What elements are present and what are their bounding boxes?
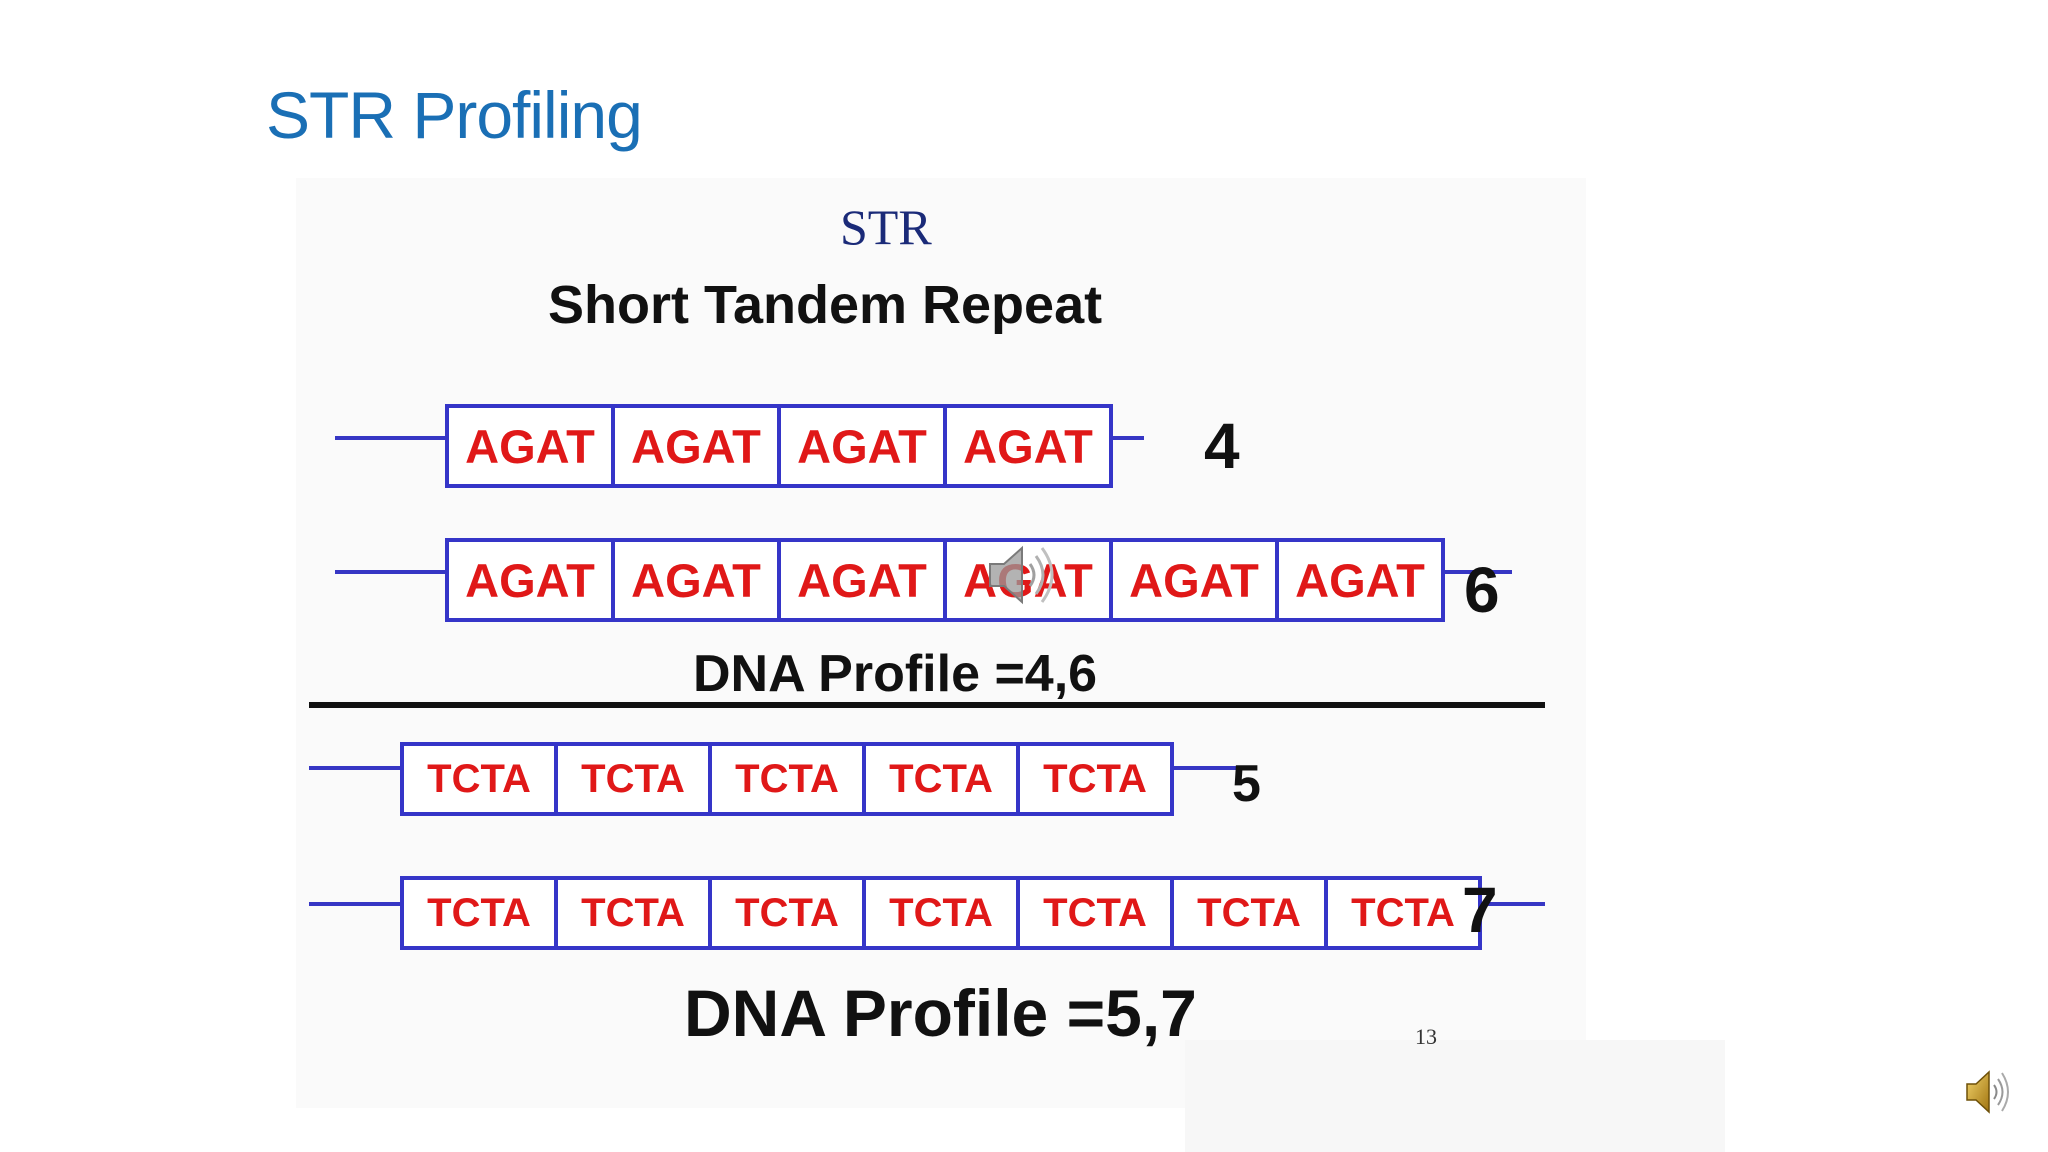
repeat-unit-box: AGAT bbox=[777, 404, 947, 488]
repeat-unit-box: AGAT bbox=[777, 538, 947, 622]
repeat-unit-box: AGAT bbox=[943, 404, 1113, 488]
repeat-unit-box: TCTA bbox=[400, 742, 558, 816]
figure-background bbox=[296, 178, 1586, 1108]
repeat-unit-box: TCTA bbox=[554, 742, 712, 816]
repeat-unit-box: TCTA bbox=[1016, 742, 1174, 816]
repeat-unit-box: TCTA bbox=[554, 876, 712, 950]
speaker-icon[interactable] bbox=[1964, 1066, 2012, 1118]
repeat-unit-box: TCTA bbox=[1324, 876, 1482, 950]
repeat-count-label: 6 bbox=[1464, 554, 1500, 626]
repeat-unit-box: AGAT bbox=[1109, 538, 1279, 622]
repeat-unit-box: AGAT bbox=[445, 404, 615, 488]
slide-title: STR Profiling bbox=[266, 78, 643, 152]
figure-subheading: Short Tandem Repeat bbox=[548, 275, 1103, 335]
repeat-unit-box: AGAT bbox=[445, 538, 615, 622]
dna-profile-1: DNA Profile =4,6 bbox=[693, 645, 1098, 703]
repeat-unit-box: AGAT bbox=[611, 538, 781, 622]
repeat-unit-box: TCTA bbox=[708, 742, 866, 816]
repeat-unit-box: TCTA bbox=[1170, 876, 1328, 950]
divider-line bbox=[309, 702, 1545, 708]
repeat-unit-box: TCTA bbox=[400, 876, 558, 950]
repeat-unit-box: TCTA bbox=[1016, 876, 1174, 950]
page-number: 13 bbox=[1415, 1024, 1437, 1049]
repeat-count-label: 7 bbox=[1462, 874, 1498, 946]
dna-profile-2: DNA Profile =5,7 bbox=[684, 976, 1197, 1050]
repeat-unit-box: TCTA bbox=[708, 876, 866, 950]
repeat-count-label: 5 bbox=[1232, 755, 1261, 813]
figure-heading: STR bbox=[840, 199, 932, 255]
repeat-unit-box: AGAT bbox=[1275, 538, 1445, 622]
speaker-icon[interactable] bbox=[984, 536, 1062, 614]
repeat-unit-box: AGAT bbox=[611, 404, 781, 488]
repeat-unit-box: TCTA bbox=[862, 742, 1020, 816]
repeat-unit-box: TCTA bbox=[862, 876, 1020, 950]
repeat-count-label: 4 bbox=[1204, 410, 1240, 482]
figure-background-lower bbox=[1185, 1040, 1725, 1152]
repeat-unit-box: AGAT bbox=[943, 538, 1113, 622]
